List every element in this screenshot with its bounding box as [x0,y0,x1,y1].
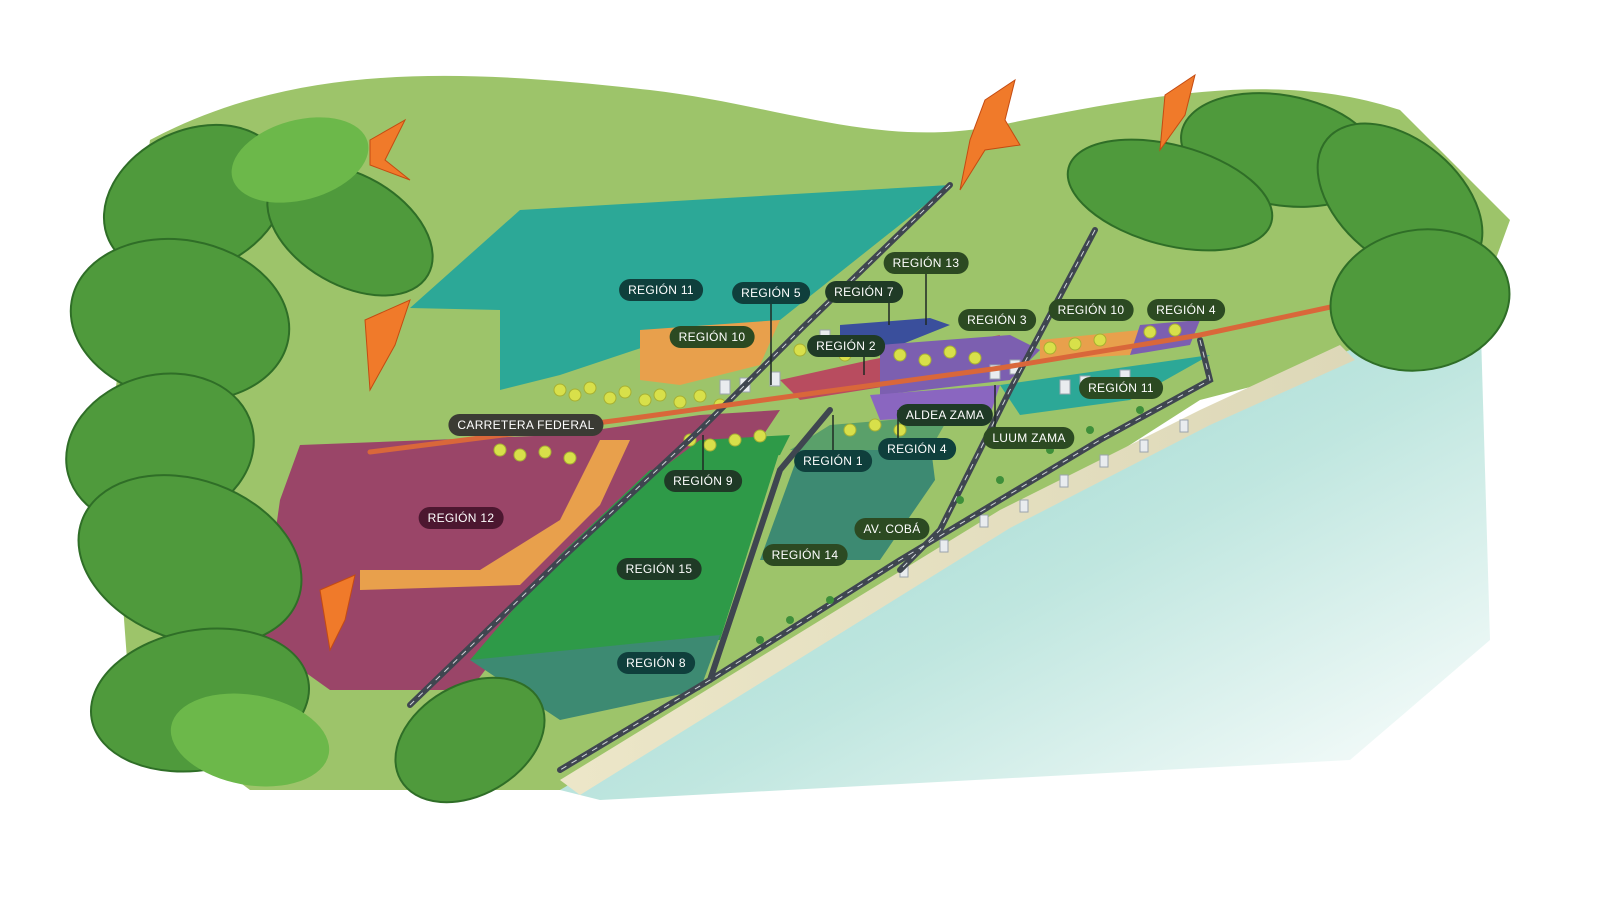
label-region-8[interactable]: REGIÓN 8 [617,652,695,674]
zone-orange-strip [360,440,630,590]
road-dashes [409,184,1211,771]
label-region-14[interactable]: REGIÓN 14 [762,544,848,566]
label-region-11-left[interactable]: REGIÓN 11 [619,279,703,301]
sea [560,300,1490,800]
monstera-leaf-icons-left [65,123,546,804]
label-region-4-right[interactable]: REGIÓN 4 [1147,299,1225,321]
zone-region-9 [660,435,790,470]
zone-region-15-green [470,450,780,660]
label-luum-zama[interactable]: LUUM ZAMA [983,427,1075,449]
label-aldea-zama[interactable]: ALDEA ZAMA [896,404,994,426]
monstera-leaf-icons-left-highlight [170,117,369,787]
label-region-15[interactable]: REGIÓN 15 [616,558,702,580]
label-region-2[interactable]: REGIÓN 2 [807,335,885,357]
zone-region-10-right [1040,330,1140,360]
label-av-coba[interactable]: AV. COBÁ [854,518,930,540]
label-region-3[interactable]: REGIÓN 3 [958,309,1036,331]
label-region-13[interactable]: REGIÓN 13 [883,252,969,274]
label-region-5[interactable]: REGIÓN 5 [732,282,810,304]
road-central-diagonal [707,407,833,683]
label-region-12[interactable]: REGIÓN 12 [418,507,504,529]
label-region-7[interactable]: REGIÓN 7 [825,281,903,303]
beach [560,345,1355,795]
bird-of-paradise-flower-icons [319,73,1196,652]
label-carretera-federal[interactable]: CARRETERA FEDERAL [448,414,604,436]
label-region-1[interactable]: REGIÓN 1 [794,450,872,472]
label-region-4-center[interactable]: REGIÓN 4 [878,438,956,460]
label-region-10-right[interactable]: REGIÓN 10 [1048,299,1134,321]
monstera-leaf-icons-right [1066,92,1511,372]
label-region-9[interactable]: REGIÓN 9 [664,470,742,492]
label-region-10-left[interactable]: REGIÓN 10 [669,326,755,348]
label-region-11-right[interactable]: REGIÓN 11 [1079,377,1163,399]
